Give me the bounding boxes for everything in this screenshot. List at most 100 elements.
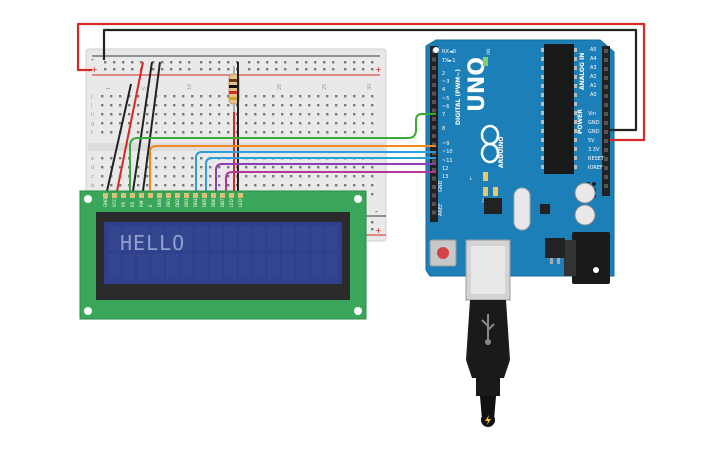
- led-label-on: ON: [486, 49, 491, 55]
- wire-lcd-vcc: [116, 61, 144, 192]
- rail-hole: [188, 61, 191, 64]
- bottom-rail-minus-label: -: [375, 207, 378, 216]
- breadboard-hole: [263, 104, 266, 107]
- reset-button-cap[interactable]: [437, 247, 449, 259]
- breadboard-hole: [335, 131, 338, 134]
- rail-hole: [104, 68, 107, 71]
- rail-hole: [314, 68, 317, 71]
- lcd-pin-label: V0: [121, 201, 126, 207]
- breadboard-hole: [110, 95, 113, 98]
- lcd-pin-header: [103, 193, 243, 198]
- breadboard-hole: [344, 113, 347, 116]
- breadboard-hole: [119, 104, 122, 107]
- pin-label-7: 7: [442, 112, 445, 118]
- lcd-16x2-module[interactable]: GND VCC V0 RS RW E DB0 DB1 DB2 DB3 DB4 D…: [79, 190, 367, 320]
- breadboard-hole: [326, 131, 329, 134]
- column-number: 20: [277, 84, 283, 90]
- breadboard-hole: [164, 113, 167, 116]
- header-pin: [432, 91, 436, 96]
- breadboard-hole: [218, 122, 221, 125]
- breadboard-hole: [218, 131, 221, 134]
- breadboard-hole: [263, 122, 266, 125]
- chip-leg: [574, 165, 577, 169]
- chip-leg: [541, 138, 544, 142]
- breadboard-hole: [209, 104, 212, 107]
- breadboard-hole: [128, 113, 131, 116]
- breadboard-hole: [335, 113, 338, 116]
- lcd-pin: [184, 193, 189, 198]
- breadboard-hole: [344, 166, 347, 169]
- lcd-cell: [122, 254, 135, 279]
- header-pin: [604, 175, 608, 179]
- header-pin: [432, 142, 436, 147]
- breadboard-hole: [344, 184, 347, 187]
- breadboard-hole: [254, 184, 257, 187]
- breadboard-hole: [245, 184, 248, 187]
- breadboard-hole: [308, 95, 311, 98]
- breadboard-hole: [209, 122, 212, 125]
- crystal-oscillator: [513, 187, 531, 231]
- breadboard-hole: [110, 131, 113, 134]
- dc-power-jack[interactable]: [572, 232, 610, 284]
- lcd-pin-label: VCC: [112, 198, 117, 207]
- header-pin: [432, 176, 436, 181]
- breadboard-hole: [200, 157, 203, 160]
- lcd-pin: [220, 193, 225, 198]
- breadboard-hole: [218, 113, 221, 116]
- breadboard-hole: [110, 113, 113, 116]
- breadboard-hole: [110, 122, 113, 125]
- breadboard-hole: [371, 193, 374, 196]
- pin-label-9: ~9: [442, 141, 449, 147]
- header-pin: [604, 184, 608, 188]
- breadboard-hole: [335, 122, 338, 125]
- lcd-cell: [166, 254, 179, 279]
- breadboard-hole: [353, 122, 356, 125]
- breadboard-hole: [308, 104, 311, 107]
- lcd-cell: [325, 226, 338, 251]
- breadboard-hole: [173, 95, 176, 98]
- smd-chip: [540, 204, 550, 214]
- breadboard-hole: [299, 184, 302, 187]
- breadboard-hole: [371, 113, 374, 116]
- breadboard-hole: [245, 104, 248, 107]
- rail-hole: [248, 68, 251, 71]
- breadboard-hole: [137, 113, 140, 116]
- arduino-uno-board[interactable]: AREF GND 13 12 ~11 ~10 ~9 8 7 ~6 ~5 4 ~3…: [425, 39, 615, 301]
- breadboard-hole: [128, 104, 131, 107]
- breadboard-hole: [227, 166, 230, 169]
- lcd-cell: [296, 254, 309, 279]
- breadboard-hole: [209, 166, 212, 169]
- digital-header-label: DIGITAL (PWM~): [455, 69, 462, 125]
- breadboard-hole: [326, 166, 329, 169]
- chip-leg: [574, 138, 577, 142]
- rail-hole: [218, 61, 221, 64]
- row-letter: h: [91, 112, 94, 118]
- usb-cable[interactable]: [466, 300, 510, 427]
- lcd-cell: [238, 226, 251, 251]
- pin-label-reset: RESET: [588, 156, 605, 162]
- header-pin: [604, 67, 608, 71]
- breadboard-hole: [101, 131, 104, 134]
- column-number: 1: [106, 87, 112, 90]
- breadboard-hole: [281, 166, 284, 169]
- rail-hole: [209, 68, 212, 71]
- breadboard-hole: [164, 122, 167, 125]
- column-number: 5: [142, 87, 148, 90]
- breadboard-hole: [146, 122, 149, 125]
- header-pin: [432, 83, 436, 87]
- wires: [76, 22, 646, 192]
- rail-hole: [371, 228, 374, 231]
- breadboard-hole: [299, 95, 302, 98]
- breadboard-hole: [263, 175, 266, 178]
- breadboard-hole: [281, 122, 284, 125]
- breadboard-hole: [146, 166, 149, 169]
- chip-leg: [541, 57, 544, 61]
- breadboard-hole: [299, 113, 302, 116]
- breadboard-hole: [263, 166, 266, 169]
- breadboard-hole: [173, 175, 176, 178]
- pin-label-3: ~3: [442, 79, 449, 85]
- breadboard-hole: [353, 184, 356, 187]
- pin-label-6: ~6: [442, 104, 449, 110]
- breadboard-hole: [209, 175, 212, 178]
- lcd-pin: [229, 193, 234, 198]
